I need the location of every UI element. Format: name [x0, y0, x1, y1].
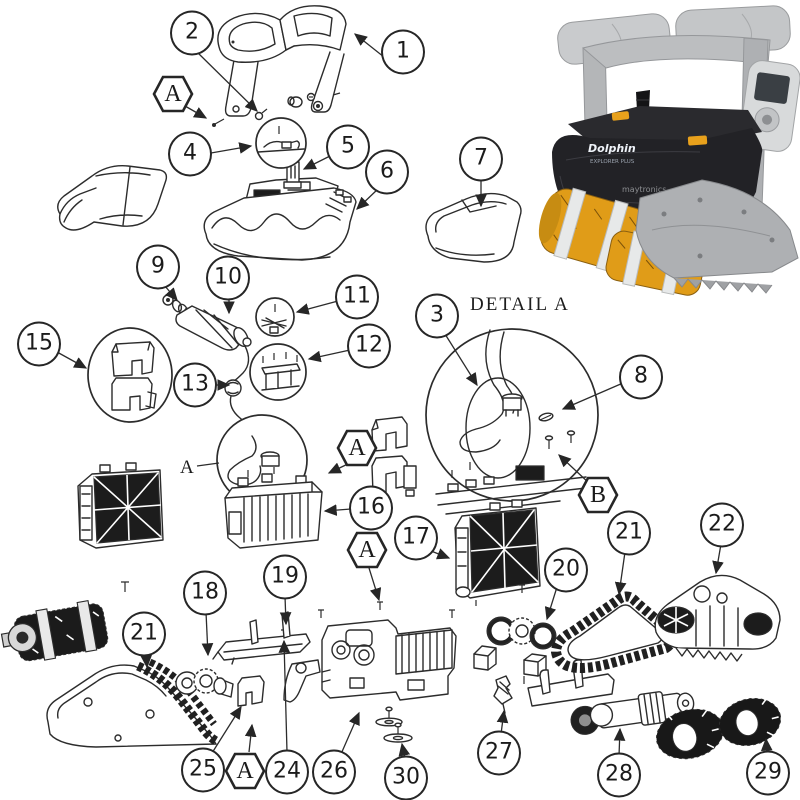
- callout-13: 13: [173, 362, 217, 408]
- part-bracket-arm-left: [283, 659, 321, 703]
- callout-21: 21: [122, 611, 166, 657]
- callout-letter: B: [589, 482, 606, 508]
- hexagon-icon: [224, 752, 266, 790]
- detail-circle-12: [249, 343, 307, 401]
- callout-28: 28: [597, 752, 641, 798]
- part-brush-roller-left: [0, 600, 109, 662]
- callout-16: 16: [349, 485, 393, 531]
- part-clips-15: [87, 327, 173, 423]
- part-bracket-right: [523, 659, 615, 707]
- part-brush-29b: [718, 697, 782, 747]
- part-rings-20: [486, 616, 557, 650]
- part-axle-28: [570, 691, 695, 735]
- callout-a: A: [346, 531, 388, 569]
- part-brush-29a: [656, 708, 724, 760]
- part-track-chain: [550, 591, 677, 673]
- part-discs-30: [375, 706, 413, 743]
- part-plate-19: [212, 611, 311, 665]
- callout-2: 2: [170, 10, 214, 56]
- callout-18: 18: [183, 570, 227, 616]
- callout-letter: A: [164, 81, 182, 107]
- callout-letter: A: [348, 435, 366, 461]
- hexagon-icon: [336, 429, 378, 467]
- part-box-16: [224, 467, 323, 549]
- callout-15: 15: [17, 321, 61, 367]
- callout-26: 26: [312, 749, 356, 795]
- part-handle-assembly: [212, 5, 347, 127]
- callout-letter: A: [236, 758, 254, 784]
- callout-letter: A: [358, 537, 376, 563]
- callout-17: 17: [394, 515, 438, 561]
- detail-a-label: DETAIL A: [470, 294, 570, 315]
- callout-a: A: [224, 752, 266, 790]
- part-rollers-18: [175, 668, 234, 698]
- callout-3: 3: [415, 293, 459, 339]
- detail-a-pointer-label: A: [180, 457, 194, 478]
- part-notch-block: [523, 653, 547, 677]
- callout-21: 21: [607, 510, 651, 556]
- part-side-plate-right: [654, 574, 781, 662]
- manufacturer-text: maytronics: [622, 185, 666, 194]
- part-filter-17: [454, 499, 541, 606]
- part-impeller-unit: [162, 294, 252, 351]
- hexagon-icon: [152, 75, 194, 113]
- callout-25: 25: [181, 747, 225, 793]
- product-photo: Dolphin EXPLORER PLUS maytronics: [538, 5, 800, 296]
- detail-circle-11: [255, 297, 295, 337]
- callout-8: 8: [619, 354, 663, 400]
- callout-11: 11: [335, 274, 379, 320]
- part-filter-left: [77, 462, 164, 549]
- callout-1: 1: [381, 29, 425, 75]
- part-clips-a: [371, 416, 417, 497]
- part-lever-27: [493, 675, 513, 714]
- callout-10: 10: [206, 255, 250, 301]
- callout-6: 6: [365, 149, 409, 195]
- hexagon-icon: [346, 531, 388, 569]
- part-chassis-26: [321, 619, 457, 701]
- hexagon-icon: [577, 476, 619, 514]
- callout-19: 19: [263, 554, 307, 600]
- callout-a: A: [152, 75, 194, 113]
- part-cube: [473, 645, 497, 671]
- detail-circle-4: [255, 117, 307, 169]
- robot-side-plate: [635, 179, 799, 294]
- part-side-plate-left: [46, 658, 221, 748]
- brand-logo-text: Dolphin: [588, 142, 636, 155]
- part-cover-7: [425, 192, 522, 263]
- part-clip-25: [237, 675, 265, 707]
- callout-22: 22: [700, 502, 744, 548]
- callout-12: 12: [347, 323, 391, 369]
- callout-29: 29: [746, 750, 790, 796]
- detail-a-view: [425, 328, 599, 515]
- callout-24: 24: [265, 749, 309, 795]
- part-left-cover: [57, 165, 168, 231]
- brand-model-text: EXPLORER PLUS: [590, 159, 635, 165]
- callout-20: 20: [544, 547, 588, 593]
- leader-lines: [56, 33, 773, 760]
- callout-27: 27: [477, 730, 521, 776]
- callout-7: 7: [459, 136, 503, 182]
- callout-30: 30: [384, 755, 428, 800]
- pointer-line: [196, 462, 220, 467]
- part-main-body: [203, 161, 357, 261]
- callout-4: 4: [168, 131, 212, 177]
- callout-5: 5: [326, 124, 370, 170]
- callout-a: A: [336, 429, 378, 467]
- callout-b: B: [577, 476, 619, 514]
- callout-9: 9: [136, 244, 180, 290]
